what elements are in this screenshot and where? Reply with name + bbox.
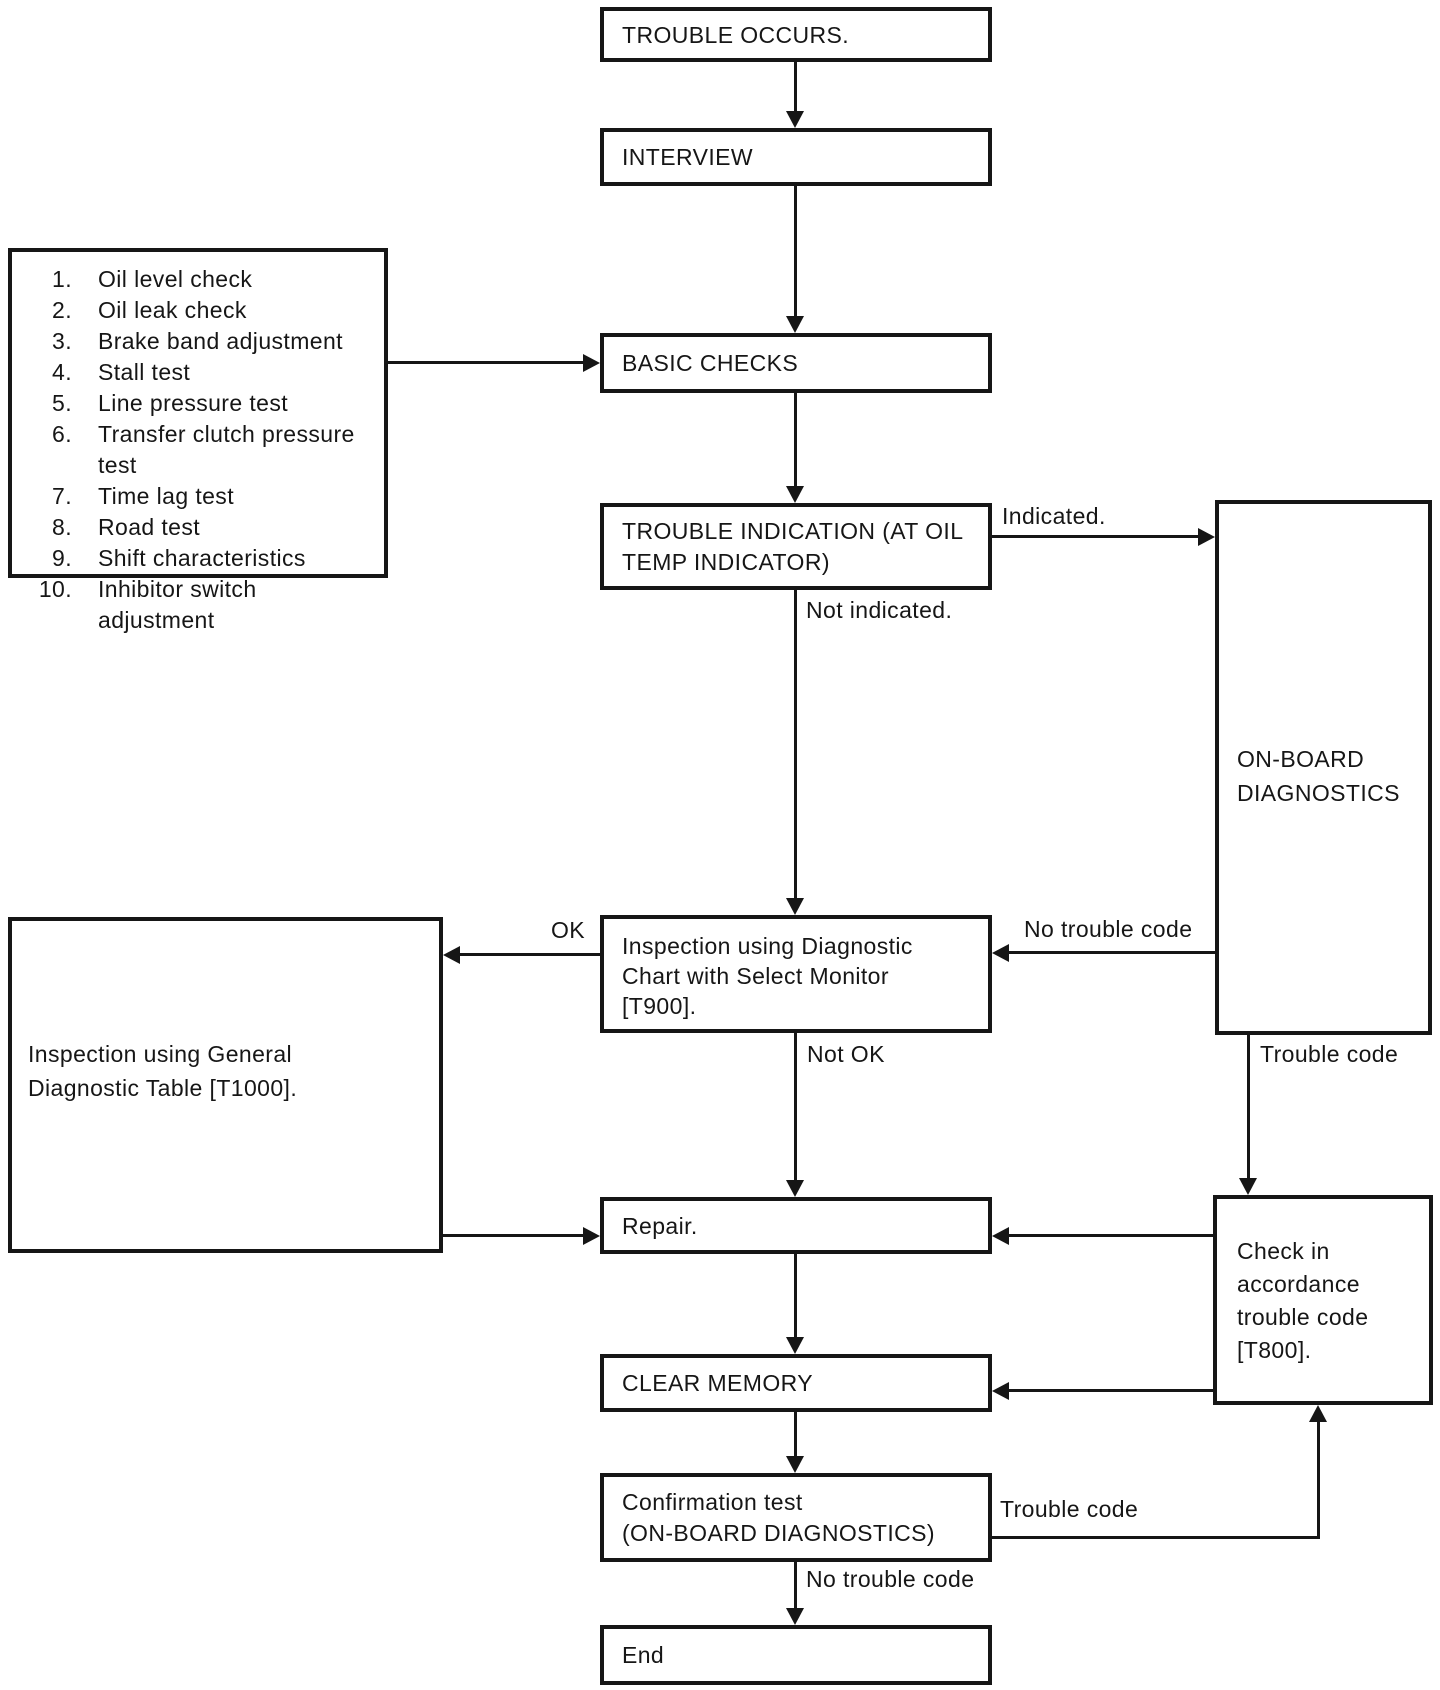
node-repair: Repair. bbox=[600, 1197, 992, 1254]
edge-t800-repair-arrowhead bbox=[992, 1227, 1009, 1245]
edge-occurs-interview-line bbox=[794, 60, 797, 112]
node-repair-label: Repair. bbox=[622, 1212, 698, 1239]
node-confirmation-test: Confirmation test (ON-BOARD DIAGNOSTICS) bbox=[600, 1473, 992, 1562]
edge-not-indicated-arrowhead bbox=[786, 898, 804, 915]
edge-repair-clear-line bbox=[794, 1254, 797, 1338]
node-inspection-select-monitor-label: Inspection using Diagnostic Chart with S… bbox=[622, 933, 913, 1019]
node-interview: INTERVIEW bbox=[600, 128, 992, 186]
edge-label-trouble-code-confirmation: Trouble code bbox=[1000, 1496, 1139, 1522]
edge-label-indicated: Indicated. bbox=[1002, 503, 1106, 529]
edge-repair-clear-arrowhead bbox=[786, 1337, 804, 1354]
node-trouble-indication: TROUBLE INDICATION (AT OIL TEMP INDICATO… bbox=[600, 503, 992, 590]
node-inspection-select-monitor: Inspection using Diagnostic Chart with S… bbox=[600, 915, 992, 1033]
edge-checklist-basic-line bbox=[388, 361, 584, 364]
list-item: 4.Stall test bbox=[52, 359, 191, 385]
edge-confirmation-t800-hline bbox=[992, 1536, 1320, 1539]
edge-indicated-line bbox=[992, 535, 1199, 538]
node-inspection-general-table-label: Inspection using General Diagnostic Tabl… bbox=[28, 1041, 298, 1101]
node-interview-label: INTERVIEW bbox=[622, 144, 753, 170]
edge-trouble-code-line bbox=[1247, 1035, 1250, 1179]
edge-label-trouble-code: Trouble code bbox=[1260, 1041, 1399, 1067]
edge-interview-basic-arrowhead bbox=[786, 316, 804, 333]
edge-label-not-indicated: Not indicated. bbox=[806, 597, 953, 623]
edge-not-indicated-line bbox=[794, 590, 797, 899]
edge-confirmation-t800-vline bbox=[1317, 1420, 1320, 1539]
edge-no-trouble-code-line bbox=[1009, 951, 1215, 954]
edge-indicated-arrowhead bbox=[1198, 528, 1215, 546]
edge-general-repair-arrowhead bbox=[583, 1227, 600, 1245]
edge-label-ok: OK bbox=[551, 917, 586, 943]
list-item: 7.Time lag test bbox=[52, 483, 235, 509]
edge-confirmation-end-line bbox=[794, 1562, 797, 1609]
list-item: 3.Brake band adjustment bbox=[52, 328, 343, 354]
edge-ok-arrowhead bbox=[443, 946, 460, 964]
node-trouble-occurs-label: TROUBLE OCCURS. bbox=[622, 21, 850, 48]
edge-t800-clear-line bbox=[1009, 1389, 1213, 1392]
list-item: 8.Road test bbox=[52, 514, 201, 540]
edge-label-no-trouble-code: No trouble code bbox=[1024, 916, 1193, 942]
list-item: 2.Oil leak check bbox=[52, 297, 247, 323]
edge-t800-clear-arrowhead bbox=[992, 1382, 1009, 1400]
edge-ok-line bbox=[460, 953, 600, 956]
edge-label-not-ok: Not OK bbox=[807, 1041, 885, 1067]
list-item: 5.Line pressure test bbox=[52, 390, 289, 416]
edge-label-no-trouble-code-confirmation: No trouble code bbox=[806, 1566, 975, 1592]
edge-no-trouble-code-arrowhead bbox=[992, 944, 1009, 962]
node-basic-checks: BASIC CHECKS bbox=[600, 333, 992, 393]
edge-not-ok-arrowhead bbox=[786, 1180, 804, 1197]
node-confirmation-test-label: Confirmation test (ON-BOARD DIAGNOSTICS) bbox=[622, 1488, 935, 1546]
list-item: 10.Inhibitor switch adjustment bbox=[38, 576, 257, 633]
edge-basic-indication-line bbox=[794, 393, 797, 487]
edge-interview-basic-line bbox=[794, 186, 797, 317]
node-trouble-occurs: TROUBLE OCCURS. bbox=[600, 7, 992, 62]
edge-occurs-interview-arrowhead bbox=[786, 111, 804, 128]
node-check-trouble-code-label: Check in accordance trouble code [T800]. bbox=[1237, 1238, 1369, 1363]
node-check-trouble-code: Check in accordance trouble code [T800]. bbox=[1213, 1195, 1433, 1405]
node-on-board-diagnostics: ON-BOARD DIAGNOSTICS bbox=[1215, 500, 1432, 1035]
node-end: End bbox=[600, 1625, 992, 1685]
edge-clear-confirmation-line bbox=[794, 1412, 797, 1457]
node-inspection-general-table: Inspection using General Diagnostic Tabl… bbox=[8, 917, 443, 1253]
edge-checklist-basic-arrowhead bbox=[583, 354, 600, 372]
edge-clear-confirmation-arrowhead bbox=[786, 1456, 804, 1473]
edge-t800-repair-line bbox=[1009, 1234, 1213, 1237]
node-trouble-indication-label: TROUBLE INDICATION (AT OIL TEMP INDICATO… bbox=[622, 517, 964, 575]
node-end-label: End bbox=[622, 1642, 665, 1668]
list-item: 9.Shift characteristics bbox=[52, 545, 306, 571]
node-clear-memory: CLEAR MEMORY bbox=[600, 1354, 992, 1412]
node-basic-checks-list: 1.Oil level check 2.Oil leak check 3.Bra… bbox=[8, 248, 388, 633]
edge-trouble-code-arrowhead bbox=[1239, 1178, 1257, 1195]
edge-basic-indication-arrowhead bbox=[786, 486, 804, 503]
node-on-board-diagnostics-label: ON-BOARD DIAGNOSTICS bbox=[1237, 746, 1400, 806]
node-basic-checks-label: BASIC CHECKS bbox=[622, 350, 799, 376]
edge-general-repair-line bbox=[443, 1234, 584, 1237]
edge-confirmation-t800-arrowhead bbox=[1309, 1405, 1327, 1422]
list-item: 1.Oil level check bbox=[52, 266, 253, 292]
edge-confirmation-end-arrowhead bbox=[786, 1608, 804, 1625]
edge-not-ok-line bbox=[794, 1033, 797, 1181]
node-clear-memory-label: CLEAR MEMORY bbox=[622, 1370, 813, 1396]
list-item: 6.Transfer clutch pressure test bbox=[52, 421, 355, 478]
